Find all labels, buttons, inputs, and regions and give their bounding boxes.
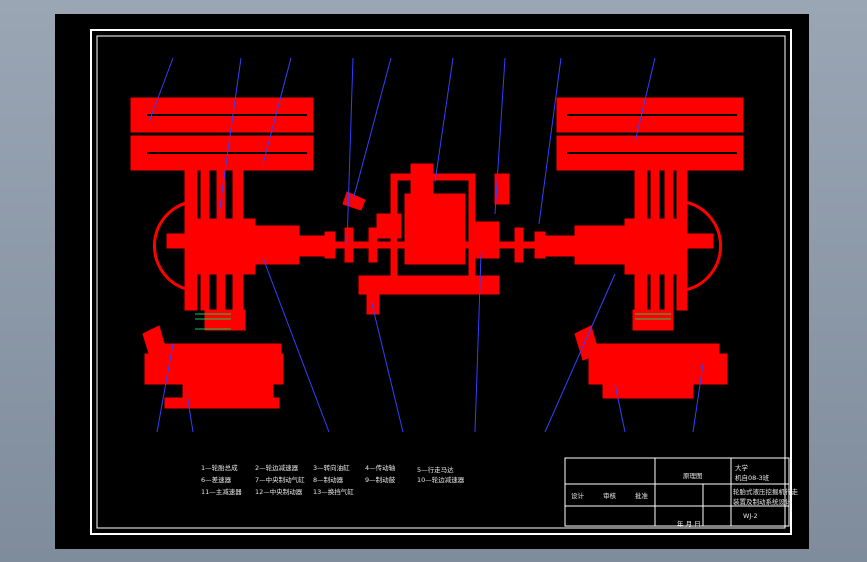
legend-item: 8—制动器 (313, 475, 344, 484)
cad-viewport[interactable]: 1—轮胎总成 2—轮边减速器 3—转向油缸 4—传动轴 5—行走马达 6—差速器… (55, 14, 809, 549)
legend-item: 12—中央制动器 (255, 487, 303, 496)
legend-item: 6—差速器 (201, 475, 232, 484)
title-block (564, 457, 790, 527)
subject-2: 装置及制动系统设计 (733, 497, 792, 506)
parts-legend: 1—轮胎总成 2—轮边减速器 3—转向油缸 4—传动轴 5—行走马达 6—差速器… (201, 463, 465, 496)
drawing-code: WJ-2 (743, 512, 758, 520)
cell-review: 审核 (603, 491, 617, 500)
date: 年 月 日 (677, 519, 701, 528)
legend-item: 1—轮胎总成 (201, 463, 238, 472)
leader-lines (148, 57, 704, 433)
legend-item: 2—轮边减速器 (255, 463, 299, 472)
school: 大学 (735, 463, 749, 472)
inner-border (96, 35, 786, 529)
cell-design: 设计 (571, 491, 585, 500)
springs (195, 313, 671, 330)
cell-approve: 批准 (635, 491, 649, 500)
title-block-text: 大学 机自08-3班 原理图 轮胎式液压挖掘机行走 装置及制动系统设计 WJ-2… (571, 463, 799, 528)
legend-item: 4—传动轴 (365, 463, 396, 472)
mechanism-drawing (130, 97, 744, 409)
legend-item: 7—中央制动气缸 (255, 475, 305, 484)
outer-border (90, 29, 792, 535)
legend-item: 11—主减速器 (201, 487, 242, 496)
drawing-name: 原理图 (683, 472, 703, 480)
legend-item: 10—轮边减速器 (417, 475, 465, 484)
legend-item: 9—制动鼓 (365, 475, 396, 484)
legend-item: 3—转向油缸 (313, 463, 350, 472)
subject-1: 轮胎式液压挖掘机行走 (733, 487, 799, 496)
class: 机自08-3班 (735, 473, 770, 482)
drawing-sheet: 1—轮胎总成 2—轮边减速器 3—转向油缸 4—传动轴 5—行走马达 6—差速器… (90, 29, 799, 535)
legend-item: 13—换挡气缸 (313, 487, 354, 496)
legend-item: 5—行走马达 (417, 465, 454, 474)
